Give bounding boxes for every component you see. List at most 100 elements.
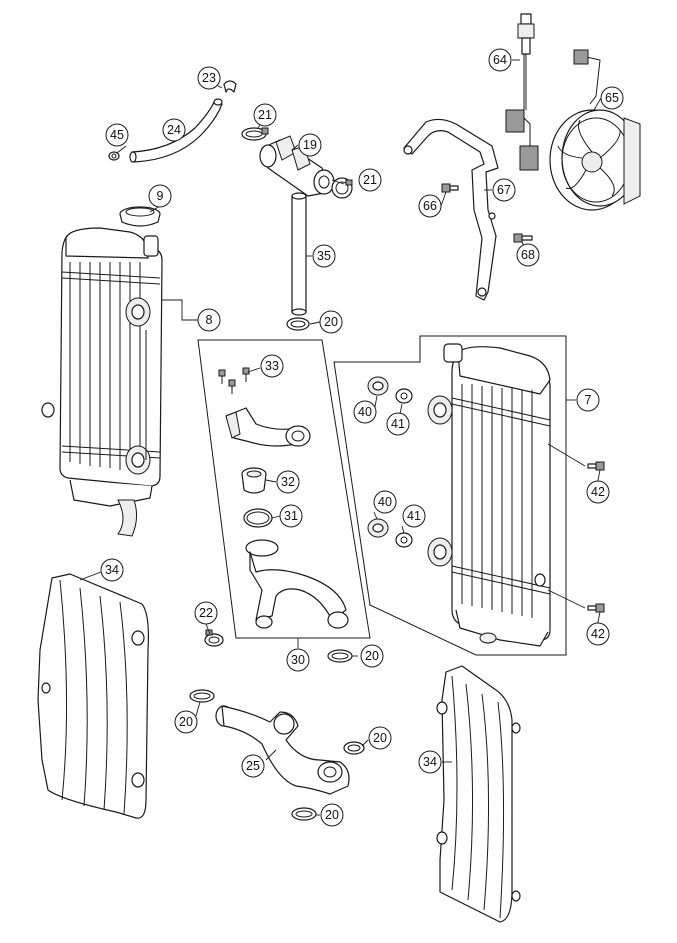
svg-text:45: 45	[110, 128, 124, 142]
svg-text:40: 40	[358, 405, 372, 419]
bolt-66	[441, 183, 459, 193]
hose-adapter	[259, 135, 335, 197]
svg-text:41: 41	[391, 417, 405, 431]
callout-8: 8	[197, 308, 221, 332]
svg-text:34: 34	[423, 755, 437, 769]
svg-text:25: 25	[246, 759, 260, 773]
hose-clamp-20-bottom	[291, 807, 317, 821]
svg-text:68: 68	[521, 248, 535, 262]
callout-25: 25	[241, 754, 265, 778]
callout-64: 64	[488, 48, 512, 72]
hose-clamp-45	[108, 151, 120, 161]
svg-text:22: 22	[199, 606, 213, 620]
washer-41-bottom	[395, 532, 413, 548]
callout-7: 7	[576, 388, 600, 412]
hose-clamp-20-upper-left	[189, 689, 215, 703]
callout-66: 66	[418, 194, 442, 218]
callout-20: 20	[174, 710, 198, 734]
svg-text:41: 41	[407, 509, 421, 523]
svg-text:20: 20	[179, 715, 193, 729]
callout-20: 20	[360, 644, 384, 668]
svg-text:7: 7	[585, 393, 592, 407]
callout-34: 34	[418, 750, 442, 774]
svg-text:23: 23	[202, 71, 216, 85]
washer-41-top	[395, 388, 413, 404]
callout-42: 42	[586, 622, 610, 646]
callout-31: 31	[279, 504, 303, 528]
callout-20: 20	[319, 310, 343, 334]
callout-21: 21	[358, 168, 382, 192]
callout-23: 23	[197, 66, 221, 90]
hose-clamp-20-right	[327, 649, 353, 663]
callout-32: 32	[276, 470, 300, 494]
svg-text:9: 9	[157, 189, 164, 203]
callout-41: 41	[402, 504, 426, 528]
svg-text:64: 64	[493, 53, 507, 67]
callout-9: 9	[148, 184, 172, 208]
hose-clamp-21-right	[331, 177, 353, 199]
callout-35: 35	[312, 244, 336, 268]
svg-text:19: 19	[303, 138, 317, 152]
callout-67: 67	[492, 178, 516, 202]
hose-clamp-20-top	[286, 317, 310, 331]
callout-34: 34	[100, 558, 124, 582]
left-radiator	[41, 227, 163, 537]
callout-45: 45	[105, 123, 129, 147]
right-radiator-fins	[461, 384, 533, 618]
grommet-40-bottom	[367, 518, 389, 538]
thermostat-housing-hose	[225, 407, 311, 447]
svg-text:21: 21	[258, 108, 272, 122]
svg-text:20: 20	[325, 808, 339, 822]
callout-20: 20	[368, 726, 392, 750]
radiator-guard-right	[436, 665, 521, 923]
callout-40: 40	[353, 400, 377, 424]
callout-68: 68	[516, 243, 540, 267]
callout-30: 30	[286, 648, 310, 672]
svg-text:20: 20	[324, 315, 338, 329]
coolant-tube	[291, 192, 307, 316]
hose-clamp-22	[204, 629, 224, 647]
svg-text:35: 35	[317, 249, 331, 263]
callout-22: 22	[194, 601, 218, 625]
svg-text:65: 65	[605, 91, 619, 105]
svg-text:33: 33	[265, 359, 279, 373]
screw-42-top	[587, 461, 605, 471]
callout-65: 65	[600, 86, 624, 110]
svg-text:30: 30	[291, 653, 305, 667]
callout-33: 33	[260, 354, 284, 378]
svg-text:67: 67	[497, 183, 511, 197]
svg-text:8: 8	[206, 313, 213, 327]
svg-text:24: 24	[167, 123, 181, 137]
svg-text:66: 66	[423, 199, 437, 213]
hose-clamp-21-left	[241, 127, 269, 141]
callout-21: 21	[253, 103, 277, 127]
fan-bracket	[403, 118, 499, 301]
callout-41: 41	[386, 412, 410, 436]
svg-text:31: 31	[284, 509, 298, 523]
svg-text:42: 42	[591, 485, 605, 499]
lower-radiator-hose	[215, 705, 350, 795]
hose-clamp-20-mid-right	[343, 741, 365, 755]
callout-42: 42	[586, 480, 610, 504]
radiator-cap	[119, 206, 161, 227]
radiator-guard-left	[37, 573, 149, 819]
callout-20: 20	[320, 803, 344, 827]
thermostat	[241, 467, 267, 494]
lower-thermostat-hose	[245, 539, 349, 629]
svg-text:42: 42	[591, 627, 605, 641]
svg-text:20: 20	[373, 731, 387, 745]
bolt-68	[513, 233, 533, 243]
svg-text:34: 34	[105, 563, 119, 577]
o-ring-31	[243, 508, 273, 528]
right-radiator-group-frame	[333, 335, 567, 656]
svg-text:32: 32	[281, 475, 295, 489]
svg-text:20: 20	[365, 649, 379, 663]
screw-42-bottom	[587, 603, 605, 613]
screws-33	[218, 367, 250, 394]
callout-40: 40	[373, 490, 397, 514]
thermostat-group-frame	[197, 339, 371, 639]
left-radiator-fins	[69, 262, 141, 472]
svg-text:40: 40	[378, 495, 392, 509]
right-radiator	[427, 343, 551, 647]
